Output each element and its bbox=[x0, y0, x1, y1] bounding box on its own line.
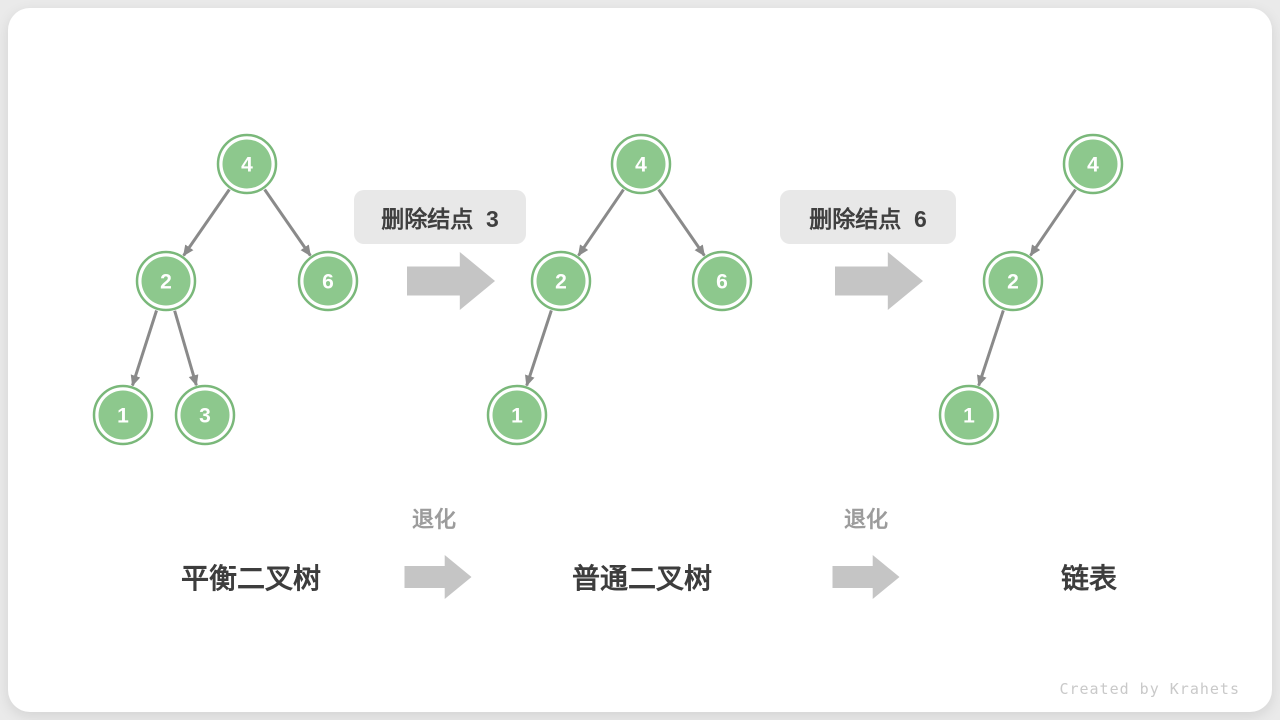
tree-node-value: 4 bbox=[635, 154, 647, 177]
tree-node-value: 3 bbox=[199, 405, 211, 428]
tree-node-value: 2 bbox=[160, 271, 172, 294]
block-arrow-right-icon bbox=[835, 252, 923, 310]
delete-node-3-label: 删除结点 3 bbox=[354, 190, 526, 244]
tree-node-3: 3 bbox=[174, 384, 236, 446]
degrade-label-1: 退化 bbox=[411, 507, 457, 532]
tree-node-1: 1 bbox=[92, 384, 154, 446]
tree-node-4: 4 bbox=[216, 133, 278, 195]
tree-edge bbox=[657, 188, 706, 257]
tree-edge bbox=[182, 188, 231, 257]
tree-edge bbox=[263, 188, 312, 257]
caption-ordinary-binary-tree: 普通二叉树 bbox=[571, 563, 713, 594]
tree-node-6: 6 bbox=[691, 250, 753, 312]
tree-node-value: 1 bbox=[117, 405, 129, 428]
tree-node-2: 2 bbox=[135, 250, 197, 312]
tree-edge bbox=[1029, 188, 1077, 257]
caption-linked-list: 链表 bbox=[1060, 563, 1118, 594]
tree-node-4: 4 bbox=[1062, 133, 1124, 195]
tree-node-2: 2 bbox=[530, 250, 592, 312]
tree-node-value: 2 bbox=[555, 271, 567, 294]
tree-node-value: 4 bbox=[241, 154, 253, 177]
tree-node-value: 1 bbox=[511, 405, 523, 428]
tree-node-value: 4 bbox=[1087, 154, 1099, 177]
tree-node-1: 1 bbox=[938, 384, 1000, 446]
tree-node-value: 2 bbox=[1007, 271, 1019, 294]
tree-edge bbox=[577, 188, 625, 257]
watermark: Created by Krahets bbox=[1059, 680, 1240, 698]
tree-node-1: 1 bbox=[486, 384, 548, 446]
linked-list: 4 2 1 bbox=[938, 133, 1124, 446]
degrade-label-2: 退化 bbox=[843, 507, 889, 532]
block-arrow-right-icon bbox=[407, 252, 495, 310]
tree-node-value: 6 bbox=[322, 271, 334, 294]
tree-node-2: 2 bbox=[982, 250, 1044, 312]
balanced-binary-tree: 4 2 6 1 3 bbox=[92, 133, 359, 446]
tree-node-6: 6 bbox=[297, 250, 359, 312]
tree-node-value: 1 bbox=[963, 405, 975, 428]
tree-node-4: 4 bbox=[610, 133, 672, 195]
ordinary-binary-tree: 4 2 6 1 bbox=[486, 133, 753, 446]
caption-balanced-binary-tree: 平衡二叉树 bbox=[180, 563, 322, 594]
block-arrow-right-icon bbox=[404, 555, 472, 599]
diagram-card bbox=[8, 8, 1272, 712]
tree-edge bbox=[977, 309, 1005, 387]
block-arrow-right-icon bbox=[832, 555, 900, 599]
tree-edge bbox=[173, 310, 199, 387]
tree-node-value: 6 bbox=[716, 271, 728, 294]
delete-node-6-label: 删除结点 6 bbox=[780, 190, 956, 244]
tree-edge bbox=[130, 310, 158, 387]
tree-edge bbox=[525, 309, 553, 387]
